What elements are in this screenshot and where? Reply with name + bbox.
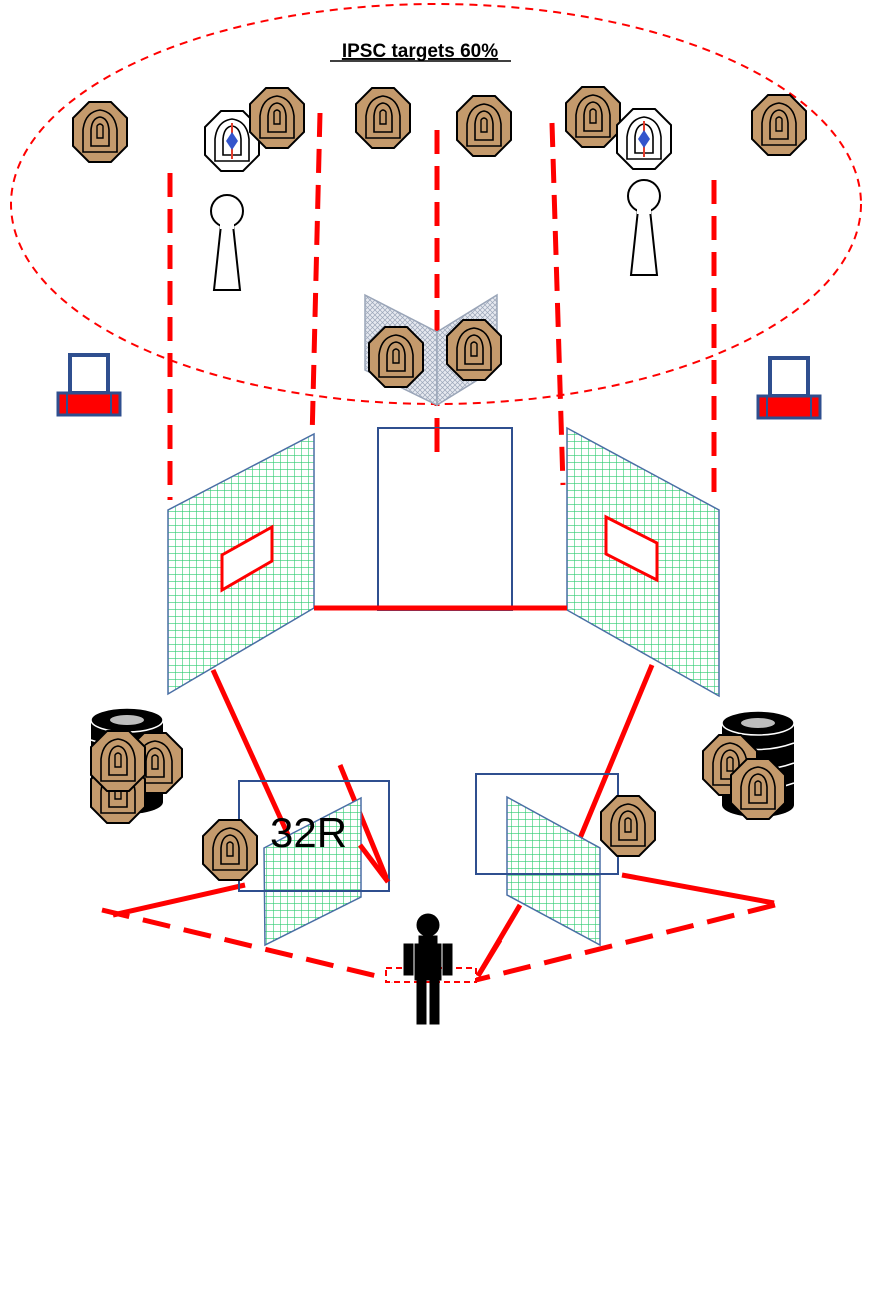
paper-target-icon (751, 94, 807, 156)
paper-target-icon (456, 95, 512, 157)
paper-target-icon (368, 326, 424, 388)
fault-line-segments (358, 843, 503, 978)
paper-target-icon (249, 87, 305, 149)
bay-label: 32R (270, 809, 347, 856)
plate-stand-icon (56, 353, 122, 417)
right-port-window (604, 514, 659, 583)
paper-target-icon (600, 795, 656, 857)
diagram-title: IPSC targets 60% (342, 41, 498, 62)
paper-target-icon (90, 730, 146, 792)
left-small-mesh-wall (263, 796, 362, 947)
popper-target-icon (627, 179, 661, 276)
dashed-fault-lines (167, 112, 717, 500)
paper-target-icon (730, 758, 786, 820)
no-shoot-target-icon (616, 108, 672, 170)
door-opening (377, 427, 513, 611)
bottom-dashed-fault-lines (101, 902, 776, 983)
paper-target-icon (72, 101, 128, 163)
paper-target-icon (565, 86, 621, 148)
paper-target-icon (202, 819, 258, 881)
right-small-mesh-wall (506, 795, 601, 947)
plate-stand-icon (756, 356, 822, 420)
popper-target-icon (210, 194, 244, 291)
paper-target-icon (446, 319, 502, 381)
paper-target-icon (355, 87, 411, 149)
left-port-window (220, 524, 274, 593)
shooter-figure-icon (403, 913, 453, 1025)
